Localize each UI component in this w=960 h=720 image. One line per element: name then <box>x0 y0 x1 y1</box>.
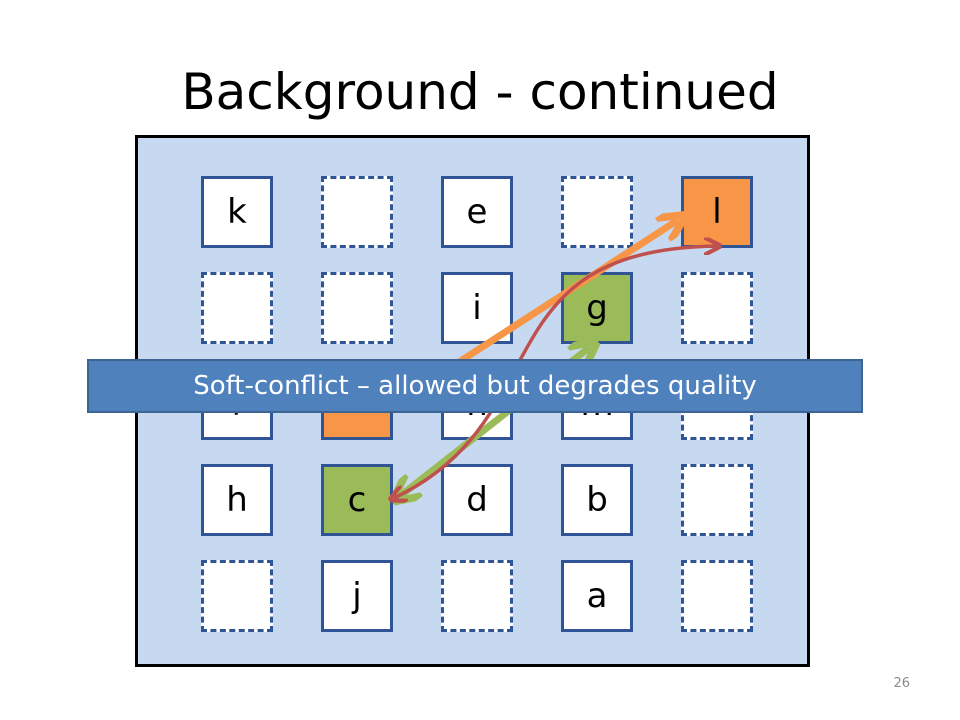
slide-title: Background - continued <box>181 63 779 121</box>
grid-cell: h <box>201 464 273 536</box>
grid-cell <box>681 560 753 632</box>
grid-cell <box>561 176 633 248</box>
grid-cell <box>441 560 513 632</box>
grid-cell <box>321 176 393 248</box>
grid-cell: k <box>201 176 273 248</box>
grid-cell <box>201 272 273 344</box>
soft-conflict-banner: Soft-conflict – allowed but degrades qua… <box>87 359 863 413</box>
grid-cell <box>201 560 273 632</box>
grid-cell <box>321 272 393 344</box>
grid-cell: c <box>321 464 393 536</box>
page-number: 26 <box>893 676 910 691</box>
red-arrow <box>394 246 716 498</box>
grid-cell: a <box>561 560 633 632</box>
grid-cell: j <box>321 560 393 632</box>
